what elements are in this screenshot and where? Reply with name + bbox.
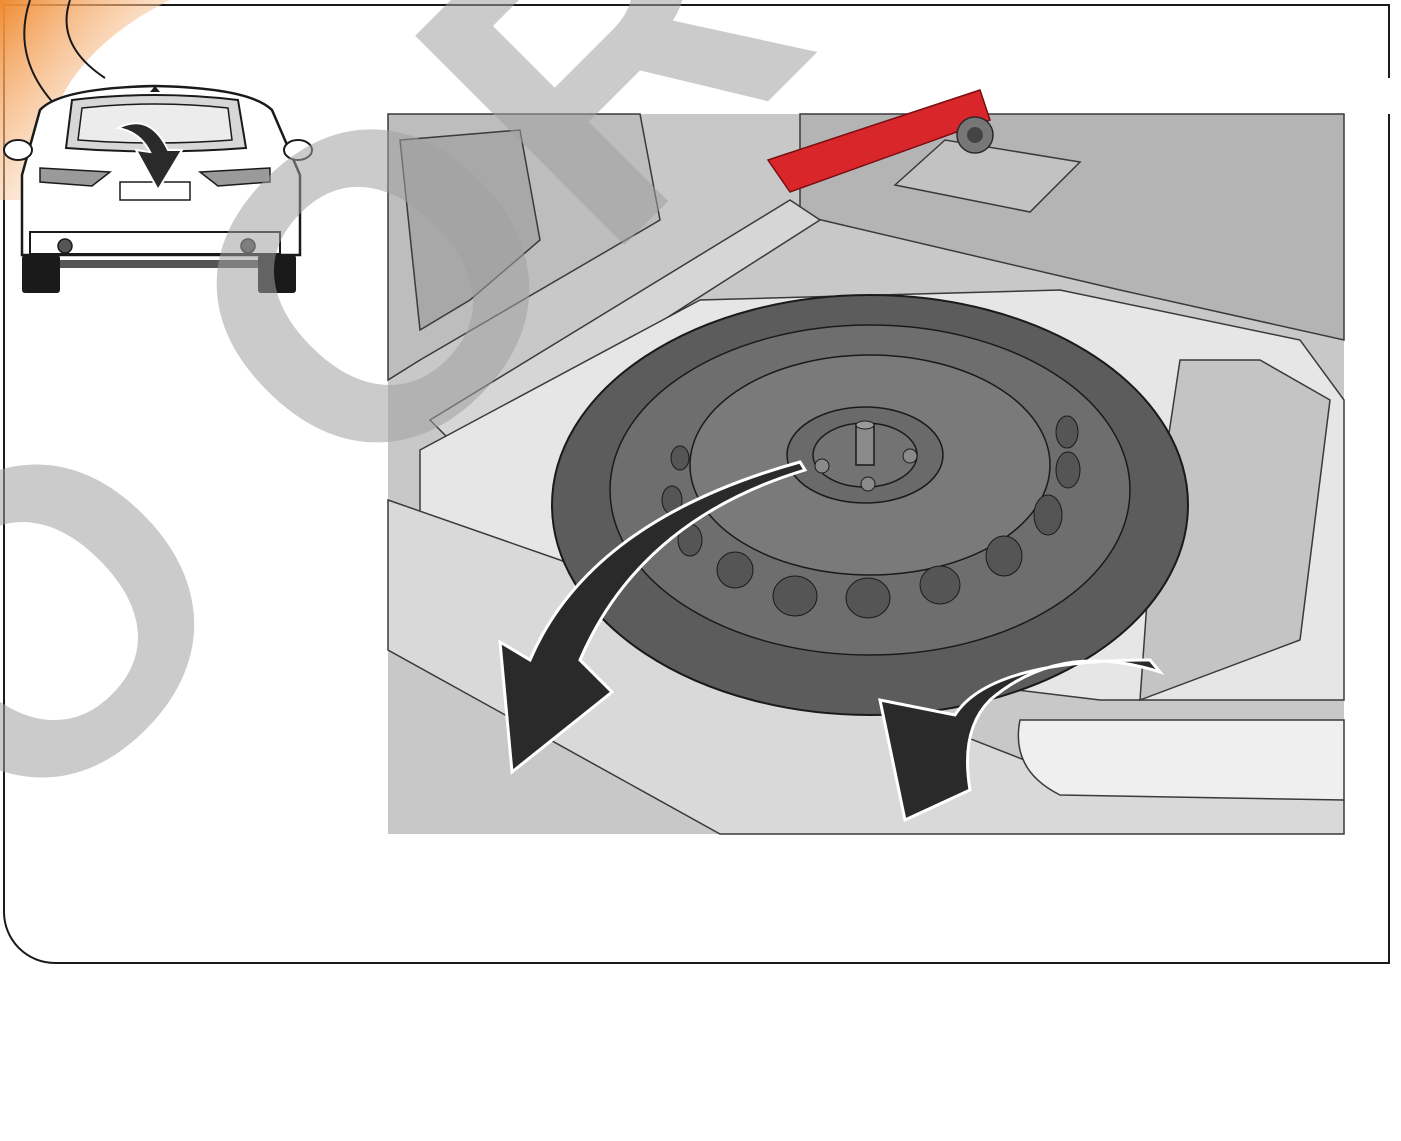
spare-wheel xyxy=(551,294,1189,716)
lift-arrow-icon xyxy=(498,460,808,775)
tailgate-arrow-icon xyxy=(114,122,184,193)
red-tool xyxy=(766,89,994,193)
corner-accent xyxy=(0,0,170,200)
swing-arrow-icon xyxy=(878,658,1165,823)
frame-gap xyxy=(1386,78,1396,114)
illustration xyxy=(0,0,1345,835)
